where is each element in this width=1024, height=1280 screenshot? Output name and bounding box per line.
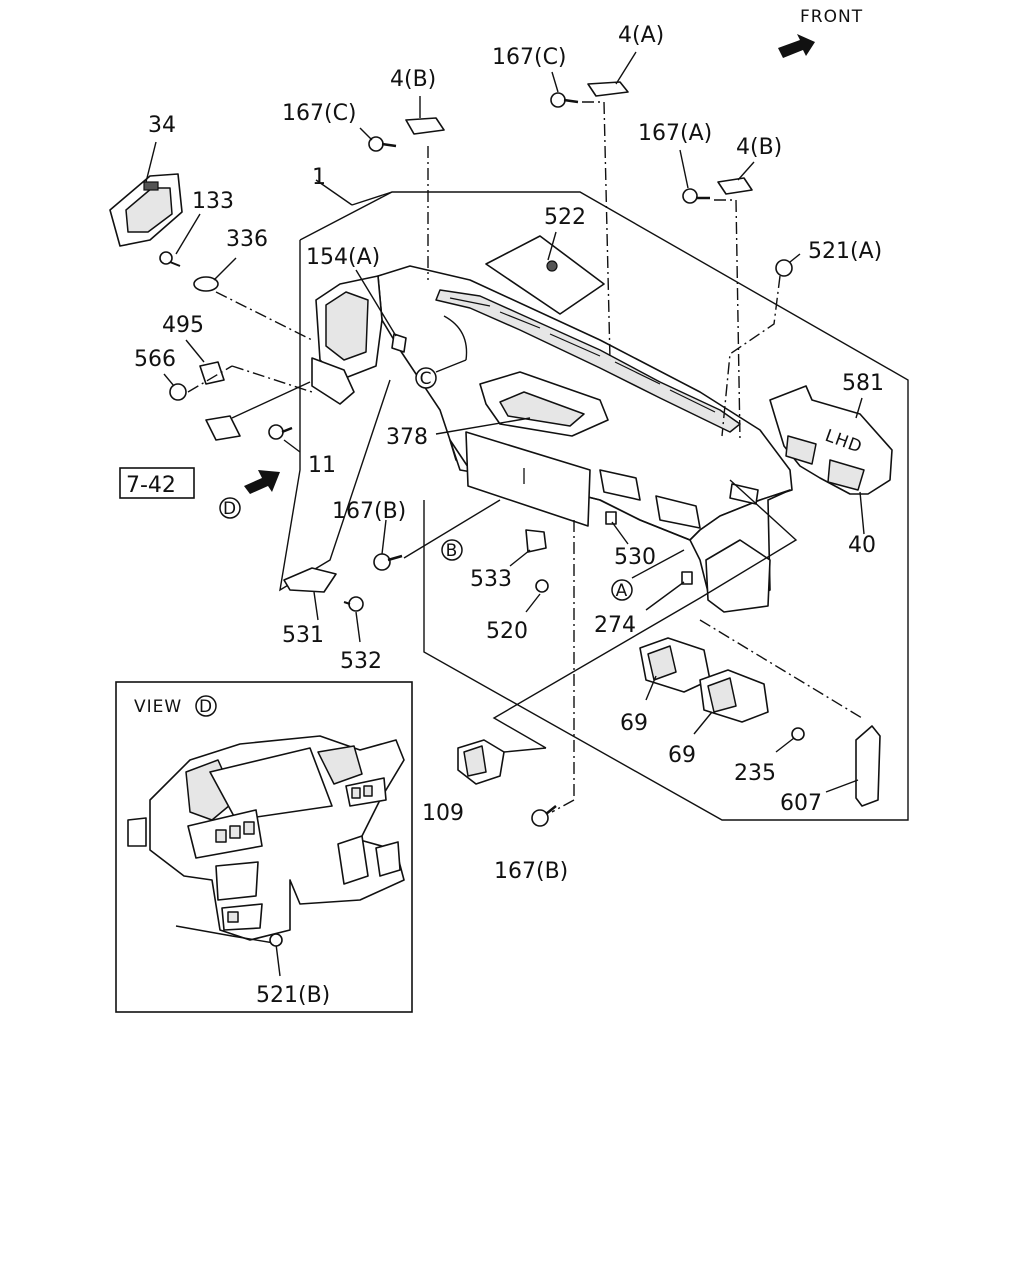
- part-109-vent: [457, 739, 505, 785]
- defroster-slots: [449, 297, 716, 413]
- part-labels: 34 133 336 495 566 1 154(A) 4(B) 167(C) …: [119, 23, 884, 884]
- view-d-title: VIEW: [134, 697, 182, 717]
- label-532: 532: [340, 649, 382, 674]
- label-167c-top: 167(C): [492, 45, 567, 70]
- label-1: 1: [312, 165, 326, 190]
- svg-text:D: D: [223, 499, 237, 519]
- label-607: 607: [780, 791, 822, 816]
- center-vent-opening-right: [655, 495, 701, 529]
- marker-a: A: [611, 579, 633, 601]
- label-167b-bottom: 167(B): [494, 859, 568, 884]
- part-607-bracket: [855, 725, 881, 807]
- label-167c-left: 167(C): [282, 101, 357, 126]
- dashboard-panel: [311, 265, 793, 613]
- front-arrow-icon: [778, 34, 815, 58]
- label-495: 495: [162, 313, 204, 338]
- view-d-frame: [115, 681, 413, 1013]
- part-40-duct: LHD: [769, 385, 893, 495]
- label-167a: 167(A): [638, 121, 712, 146]
- label-69-right: 69: [668, 743, 696, 768]
- label-133: 133: [192, 189, 234, 214]
- label-531: 531: [282, 623, 324, 648]
- label-336: 336: [226, 227, 268, 252]
- marker-c: C: [415, 367, 437, 389]
- label-566: 566: [134, 347, 176, 372]
- label-154a: 154(A): [306, 245, 380, 270]
- label-4b-right: 4(B): [736, 135, 782, 160]
- svg-text:A: A: [616, 581, 629, 601]
- marker-b: B: [441, 539, 463, 561]
- label-40: 40: [848, 533, 876, 558]
- view-d-inset: VIEW D 521(B): [115, 681, 413, 1013]
- front-label: FRONT: [800, 7, 863, 27]
- label-521b: 521(B): [256, 983, 330, 1008]
- label-520: 520: [486, 619, 528, 644]
- label-522: 522: [544, 205, 586, 230]
- leader-lines: [145, 51, 865, 977]
- label-4b-left: 4(B): [390, 67, 436, 92]
- svg-text:B: B: [446, 541, 459, 561]
- view-d-arrow-icon: [244, 470, 280, 494]
- view-d-marker: [195, 695, 217, 717]
- label-109: 109: [422, 801, 464, 826]
- front-indicator: FRONT: [778, 7, 863, 58]
- fasteners: [159, 81, 864, 827]
- svg-text:D: D: [199, 697, 213, 717]
- circled-markers: C B A D: [219, 315, 633, 601]
- label-69-left: 69: [620, 711, 648, 736]
- label-521a: 521(A): [808, 239, 882, 264]
- alignment-lines: [187, 101, 863, 813]
- assembly-frame: [279, 191, 909, 821]
- label-378: 378: [386, 425, 428, 450]
- label-533: 533: [470, 567, 512, 592]
- ref-box-7-42: [119, 467, 195, 499]
- label-274: 274: [594, 613, 636, 638]
- marker-d: D: [219, 497, 241, 519]
- svg-text:C: C: [420, 369, 433, 389]
- label-7-42: 7-42: [126, 473, 176, 498]
- label-34: 34: [148, 113, 176, 138]
- label-167b-left: 167(B): [332, 499, 406, 524]
- label-581: 581: [842, 371, 884, 396]
- part-34-cover: [109, 173, 183, 247]
- label-4a: 4(A): [618, 23, 664, 48]
- label-11: 11: [308, 453, 336, 478]
- part-522-lid: [485, 235, 605, 315]
- label-530: 530: [614, 545, 656, 570]
- part-69-vents: [639, 637, 769, 723]
- label-235: 235: [734, 761, 776, 786]
- center-vent-opening-left: [599, 469, 641, 501]
